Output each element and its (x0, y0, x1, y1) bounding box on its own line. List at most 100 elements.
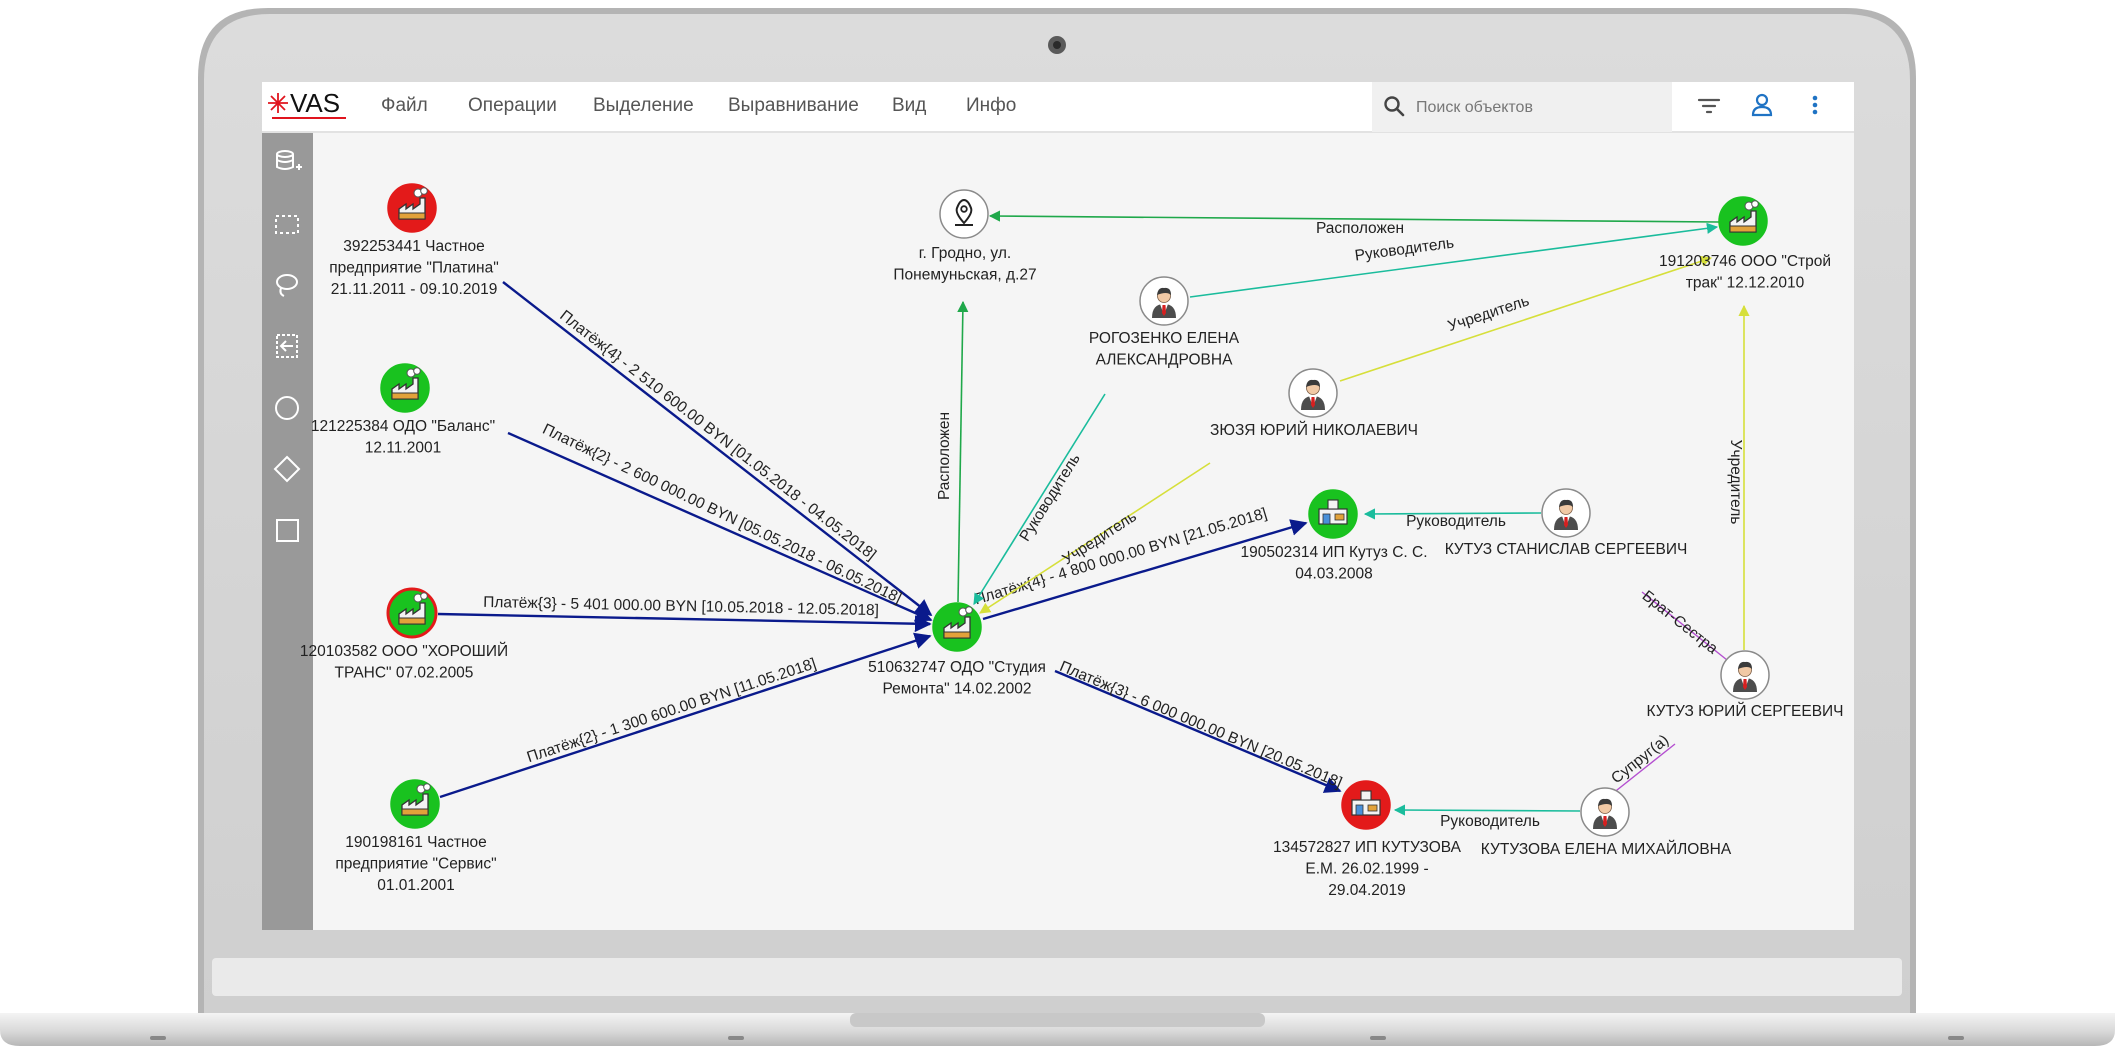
diamond-shape-icon[interactable] (273, 455, 301, 483)
edge-line[interactable] (1641, 591, 1728, 661)
edge-label: Учредитель (1727, 440, 1744, 525)
node-label: предприятие "Сервис" (335, 856, 496, 873)
edge-line[interactable] (1363, 508, 1542, 520)
import-icon[interactable] (276, 334, 298, 358)
location-pin-icon (955, 198, 973, 226)
edge-line[interactable] (1054, 669, 1342, 793)
node-label: Ремонта" 14.02.2002 (882, 681, 1031, 698)
edge-line[interactable] (1339, 255, 1713, 382)
main-menu: Файл Операции Выделение Выравнивание Вид… (381, 95, 1016, 116)
logo-spark-icon (268, 93, 288, 113)
node-servis[interactable]: 190198161 Частное предприятие "Сервис" 01.… (335, 779, 497, 894)
search-icon[interactable] (1384, 96, 1405, 117)
graph-nodes: 392253441 Частное предприятие "Платина" 21… (300, 183, 1844, 899)
factory-icon (1729, 200, 1759, 233)
square-shape-icon[interactable] (276, 519, 299, 542)
edge-line[interactable] (957, 300, 969, 603)
filter-icon[interactable] (1697, 98, 1721, 114)
edge-line[interactable] (1393, 804, 1581, 816)
edge-label: Расположен (1316, 220, 1404, 237)
menu-selection[interactable]: Выделение (593, 95, 694, 116)
node-label: КУТУЗ ЮРИЙ СЕРГЕЕВИЧ (1646, 702, 1843, 720)
search-box[interactable] (1372, 82, 1672, 132)
factory-icon (398, 592, 428, 625)
node-grodno[interactable]: г. Гродно, ул.Понемуньская, д.27 (893, 189, 1037, 284)
node-horoshiy[interactable]: 120103582 ООО "ХОРОШИЙ ТРАНС" 07.02.2005 (300, 587, 508, 682)
person-icon (1733, 661, 1757, 692)
logo[interactable]: VAS (268, 88, 346, 119)
node-label: 510632747 ОДО "Студия (868, 659, 1046, 676)
node-label: КУТУЗ СТАНИСЛАВ СЕРГЕЕВИЧ (1445, 541, 1688, 558)
node-kutuz_st[interactable]: КУТУЗ СТАНИСЛАВ СЕРГЕЕВИЧ (1445, 488, 1688, 558)
node-label: 04.03.2008 (1295, 566, 1373, 583)
node-rogozenko[interactable]: РОГОЗЕНКО ЕЛЕНА АЛЕКСАНДРОВНА (1089, 276, 1240, 369)
edge-e14[interactable]: Руководитель (1363, 508, 1542, 530)
rect-select-icon[interactable] (275, 215, 299, 234)
edge-e7[interactable]: Расположен (936, 300, 969, 603)
edge-label: Расположен (936, 412, 953, 500)
node-zyuzya[interactable]: ЗЮЗЯ ЮРИЙ НИКОЛАЕВИЧ (1210, 368, 1418, 439)
edge-line[interactable] (982, 519, 1308, 621)
database-add-icon[interactable] (276, 150, 302, 170)
edge-line[interactable] (1189, 222, 1719, 298)
node-platina[interactable]: 392253441 Частное предприятие "Платина" 21… (329, 183, 499, 298)
node-label: 190502314 ИП Кутуз С. С. (1241, 544, 1428, 561)
person-icon (1152, 287, 1176, 318)
node-kutuz_yu[interactable]: КУТУЗ ЮРИЙ СЕРГЕЕВИЧ (1646, 650, 1844, 720)
node-label: 392253441 Частное (343, 238, 485, 255)
edge-line[interactable] (437, 612, 932, 633)
node-label: 120103582 ООО "ХОРОШИЙ (300, 642, 508, 660)
search-input[interactable]: Поиск объектов (1416, 99, 1533, 116)
factory-icon (398, 187, 428, 220)
edge-line[interactable] (507, 431, 933, 622)
circle-shape-icon[interactable] (275, 396, 299, 420)
factory-icon (401, 783, 431, 816)
user-icon[interactable] (1751, 93, 1773, 117)
menu-operations[interactable]: Операции (468, 95, 557, 116)
edge-e13[interactable]: Учредитель (1727, 304, 1750, 650)
edge-line[interactable] (502, 281, 933, 617)
edge-e8[interactable]: Расположен (988, 210, 1720, 237)
node-kutuzova_em[interactable]: КУТУЗОВА ЕЛЕНА МИХАЙЛОВНА (1481, 787, 1732, 858)
app-header (262, 82, 1854, 133)
person-icon (1554, 499, 1578, 530)
node-label: предприятие "Платина" (329, 260, 499, 277)
node-kutuz_ip[interactable]: 190502314 ИП Кутуз С. С. 04.03.2008 (1241, 489, 1428, 583)
menu-info[interactable]: Инфо (966, 95, 1016, 116)
edge-line[interactable] (439, 632, 932, 799)
node-label: 12.11.2001 (365, 440, 441, 457)
menu-alignment[interactable]: Выравнивание (728, 95, 859, 116)
edge-line[interactable] (988, 210, 1720, 223)
more-vert-icon[interactable] (1812, 95, 1818, 115)
node-label: 190198161 Частное (345, 834, 487, 851)
factory-icon (943, 606, 973, 639)
node-label: 21.11.2011 - 09.10.2019 (331, 281, 498, 298)
factory-icon (391, 367, 421, 400)
node-label: 01.01.2001 (377, 877, 455, 894)
node-label: РОГОЗЕНКО ЕЛЕНА (1089, 330, 1240, 347)
edge-label: Руководитель (1406, 513, 1506, 530)
node-balans[interactable]: 121225384 ОДО "Баланс"12.11.2001 (311, 363, 495, 457)
webcam (1048, 36, 1066, 54)
node-label: АЛЕКСАНДРОВНА (1096, 352, 1234, 369)
menu-view[interactable]: Вид (892, 95, 926, 116)
person-icon (1593, 798, 1617, 829)
node-label: 29.04.2019 (1328, 882, 1406, 899)
edge-e15[interactable]: Руководитель (1393, 804, 1581, 830)
node-label: ЗЮЗЯ ЮРИЙ НИКОЛАЕВИЧ (1210, 421, 1418, 439)
menu-file[interactable]: Файл (381, 95, 428, 116)
lasso-icon[interactable] (276, 274, 298, 297)
edge-line[interactable] (1611, 743, 1676, 795)
edge-label: Руководитель (1440, 813, 1540, 830)
person-icon (1301, 379, 1325, 410)
node-label: ТРАНС" 07.02.2005 (335, 665, 474, 682)
shop-icon (1351, 790, 1381, 816)
node-circle[interactable] (939, 189, 989, 239)
edge-line[interactable] (979, 462, 1211, 614)
edge-line[interactable] (973, 393, 1106, 605)
